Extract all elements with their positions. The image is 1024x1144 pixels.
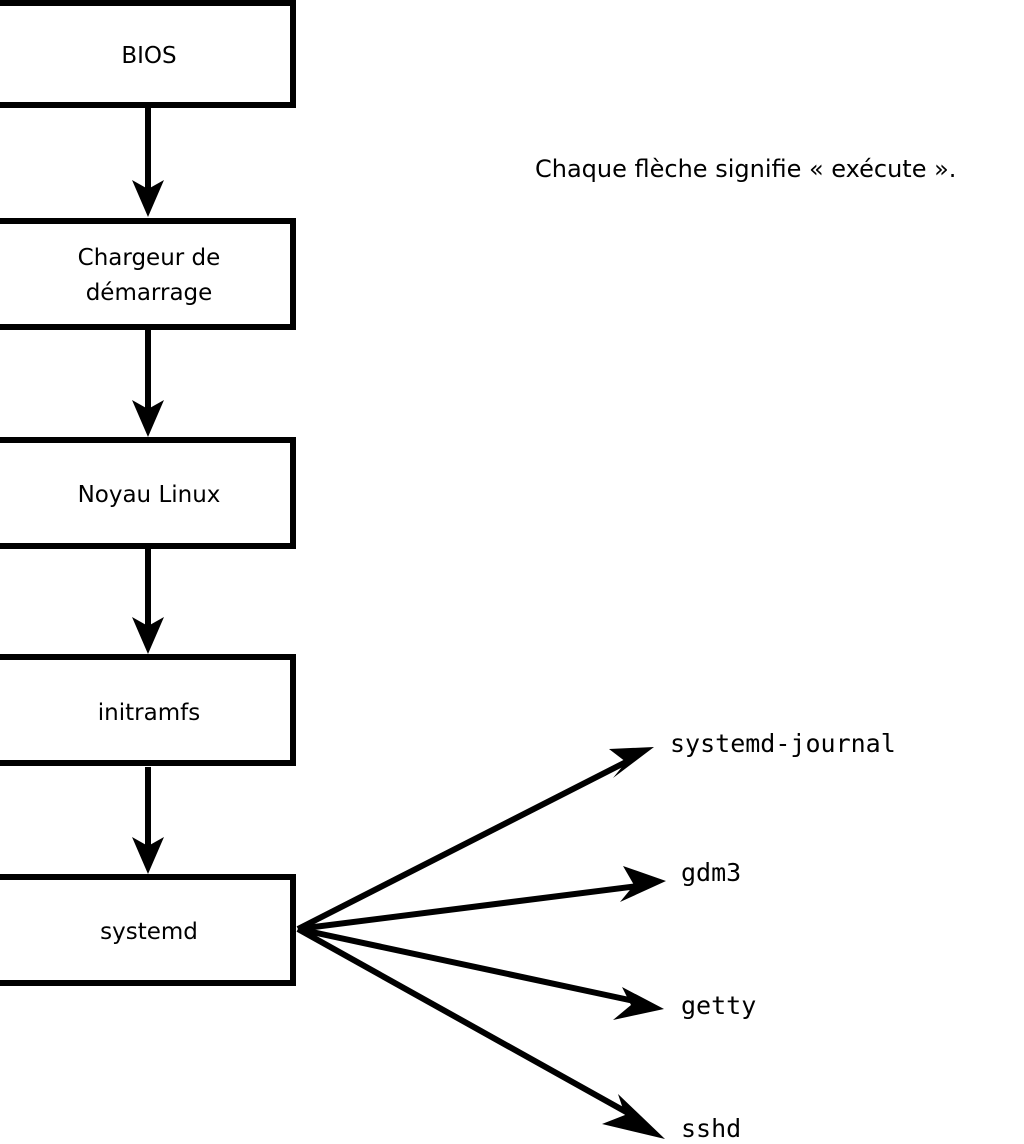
node-kernel[interactable]: Noyau Linux xyxy=(0,437,296,549)
node-bootloader-rect xyxy=(0,218,296,330)
edge-systemd-to-gdm3-line xyxy=(297,883,639,932)
edge-systemd-to-getty-line xyxy=(297,926,635,1004)
edge-systemd-to-sshd-arrowhead xyxy=(602,1094,665,1139)
node-systemd-rect xyxy=(0,874,296,986)
edge-bootloader-to-kernel xyxy=(132,330,164,437)
edge-systemd-to-gdm3 xyxy=(297,866,666,932)
edge-bios-to-bootloader xyxy=(132,108,164,217)
edge-systemd-to-getty xyxy=(297,926,664,1020)
edge-systemd-to-systemd-journal-line xyxy=(296,757,632,932)
node-bootloader-label-line2: démarrage xyxy=(86,280,213,306)
node-bios[interactable]: BIOS xyxy=(0,0,296,108)
edge-systemd-to-sshd-line xyxy=(296,926,630,1116)
node-systemd[interactable]: systemd xyxy=(0,874,296,986)
node-initramfs[interactable]: initramfs xyxy=(0,654,296,766)
edge-bios-to-bootloader-arrowhead xyxy=(132,180,164,217)
process-label-gdm3: gdm3 xyxy=(681,858,741,887)
node-bios-rect xyxy=(0,0,296,108)
process-label-sshd: sshd xyxy=(681,1114,741,1143)
edge-systemd-to-gdm3-arrowhead xyxy=(620,866,666,902)
edge-bootloader-to-kernel-arrowhead xyxy=(132,400,164,437)
edge-systemd-to-getty-arrowhead xyxy=(613,987,664,1020)
node-kernel-rect xyxy=(0,437,296,549)
node-systemd-label: systemd xyxy=(100,919,198,945)
node-initramfs-label: initramfs xyxy=(98,700,200,726)
edge-kernel-to-initramfs-arrowhead xyxy=(132,617,164,654)
node-bootloader[interactable]: Chargeur de démarrage xyxy=(0,218,296,330)
node-initramfs-rect xyxy=(0,654,296,766)
process-label-systemd-journal: systemd-journal xyxy=(670,729,896,758)
edge-initramfs-to-systemd-arrowhead xyxy=(132,837,164,874)
edge-systemd-to-systemd-journal-arrowhead xyxy=(609,747,654,778)
diagram-caption: Chaque flèche signifie « exécute ». xyxy=(535,155,956,183)
node-kernel-label: Noyau Linux xyxy=(78,482,221,508)
process-label-getty: getty xyxy=(681,991,756,1020)
edge-systemd-to-sshd xyxy=(296,926,665,1139)
node-bios-label: BIOS xyxy=(121,43,176,69)
edge-initramfs-to-systemd xyxy=(132,767,164,874)
edge-systemd-to-systemd-journal xyxy=(296,747,654,932)
edge-kernel-to-initramfs xyxy=(132,549,164,654)
node-bootloader-label-line1: Chargeur de xyxy=(78,245,221,271)
